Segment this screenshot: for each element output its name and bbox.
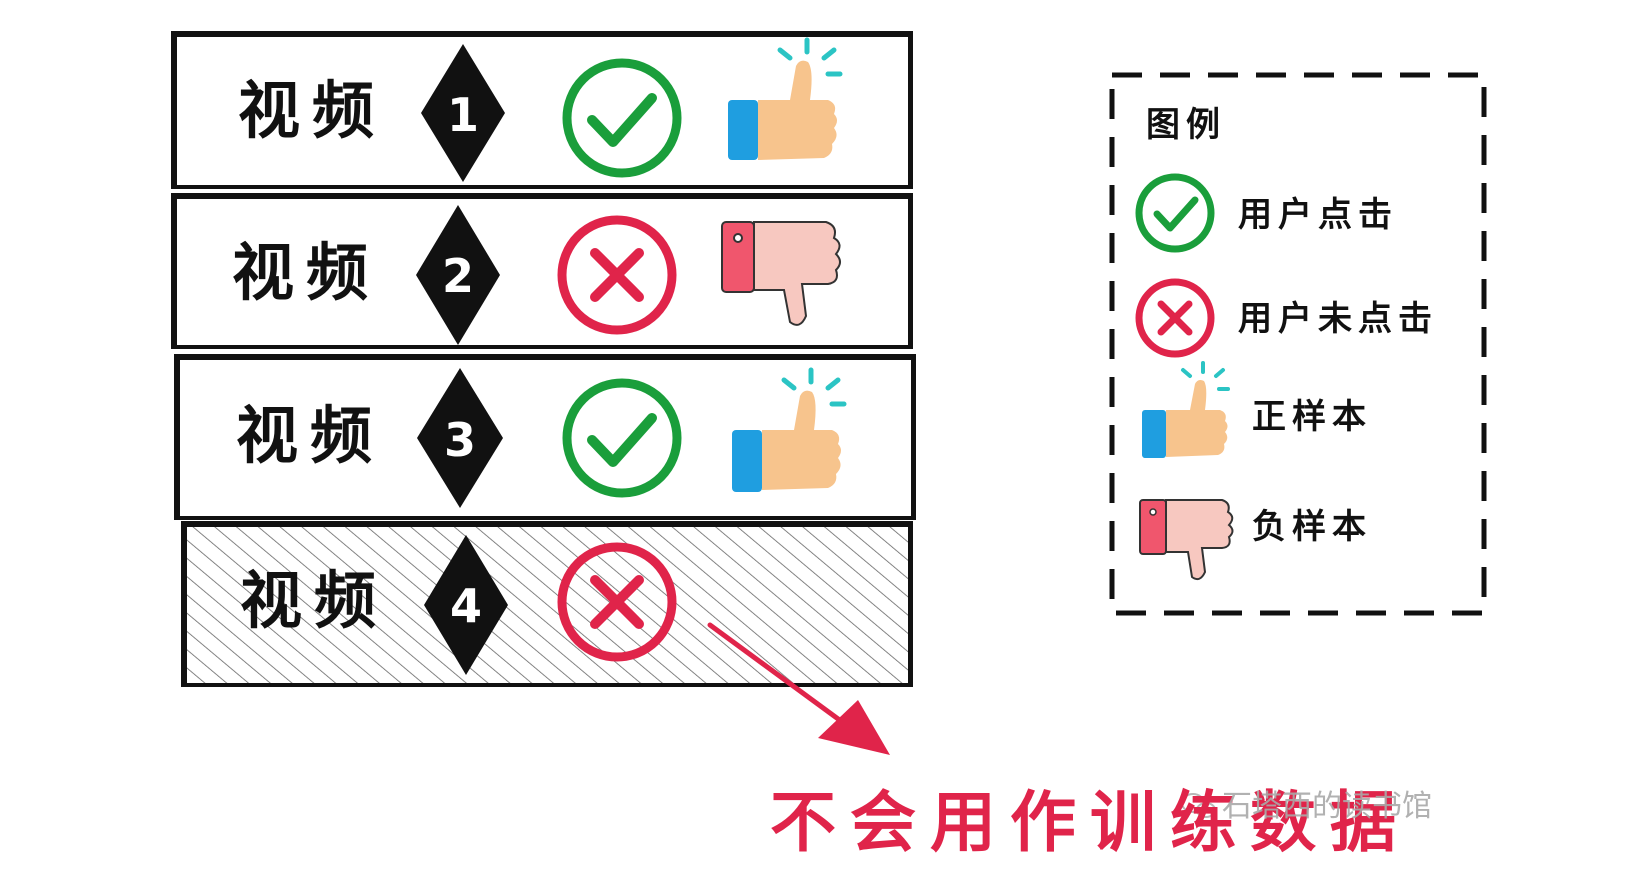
number-diamond-3: 3 [417,368,503,508]
legend-box [1109,72,1487,616]
row-label-4: 视频 [240,564,389,637]
arrow-to-note [707,622,890,755]
legend-label-not-clicked: 用户未点击 [1238,299,1438,339]
row-label-2: 视频 [232,236,381,309]
row-number-1: 1 [447,88,479,142]
number-diamond-2: 2 [416,205,500,345]
thumbs-up-icon [1142,361,1230,458]
number-diamond-4: 4 [424,535,508,675]
check-circle-icon [1135,173,1215,253]
watermark-text: 石塔西的读书馆 [1222,789,1432,824]
check-circle-icon [562,58,682,178]
row-label-1: 视频 [238,74,387,147]
thumbs-down-icon [1139,499,1234,581]
x-circle-icon [557,215,677,335]
row-number-3: 3 [444,413,476,467]
legend-label-negative: 负样本 [1252,507,1372,547]
row-number-2: 2 [442,249,474,303]
x-circle-icon [1135,278,1215,358]
thumbs-down-icon [721,221,841,326]
legend-label-positive: 正样本 [1252,397,1372,437]
row-box-3 [174,354,916,520]
row-box-1 [171,31,913,189]
thumbs-up-icon [732,367,847,492]
row-box-4-excluded [181,521,913,687]
wechat-icon [1181,793,1216,818]
number-diamond-1: 1 [421,44,505,182]
excluded-note: 不会用作训练数据 [770,784,1410,861]
x-circle-icon [557,542,677,662]
row-box-2 [171,193,913,349]
row-number-4: 4 [450,579,482,633]
legend-label-clicked: 用户点击 [1238,195,1398,235]
row-label-3: 视频 [236,399,385,472]
thumbs-up-icon [728,37,843,160]
legend-title: 图例 [1146,105,1226,145]
check-circle-icon [562,378,682,498]
